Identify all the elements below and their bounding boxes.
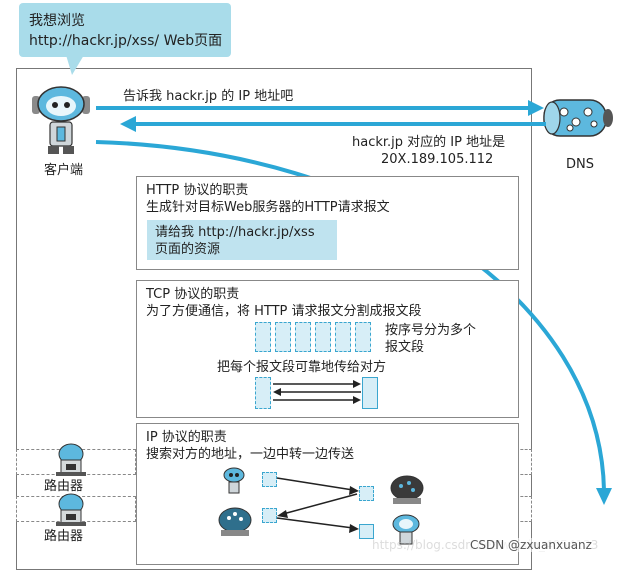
ip-title: IP 协议的职责 — [146, 430, 227, 445]
packet-block — [262, 472, 277, 487]
http-desc: 生成针对目标Web服务器的HTTP请求报文 — [146, 200, 390, 215]
router-dome-small-icon — [218, 507, 252, 536]
tcp-desc: 为了方便通信，将 HTTP 请求报文分割成报文段 — [146, 304, 422, 319]
packet-block — [262, 508, 277, 523]
dns-request-text: 告诉我 hackr.jp 的 IP 地址吧 — [123, 89, 294, 104]
router-label-1: 路由器 — [44, 479, 84, 494]
ip-desc: 搜索对方的地址，一边中转一边传送 — [146, 447, 355, 462]
seg-note-line1: 按序号分为多个 — [385, 323, 477, 338]
packet-block — [359, 524, 374, 539]
router-icon — [56, 443, 86, 476]
client-robot-small-icon — [223, 467, 245, 494]
client-label: 客户端 — [44, 163, 84, 178]
bubble-line1: 我想浏览 — [29, 13, 85, 29]
http-request-note: 请给我 http://hackr.jp/xss 页面的资源 — [147, 220, 337, 260]
tcp-title: TCP 协议的职责 — [146, 287, 240, 302]
data-path-arrowhead — [596, 488, 612, 505]
receiver-segment — [362, 377, 378, 409]
http-title: HTTP 协议的职责 — [146, 183, 249, 198]
http-box: HTTP 协议的职责 生成针对目标Web服务器的HTTP请求报文 请给我 htt… — [136, 176, 519, 270]
ip-box: IP 协议的职责 搜索对方的地址，一边中转一边传送 — [136, 423, 519, 565]
dns-reply-arrowhead — [120, 116, 136, 132]
seg-note-line2: 报文段 — [385, 340, 425, 355]
ip-routing-arrows — [276, 477, 359, 533]
server-dome-small-icon — [390, 475, 424, 504]
segment-block — [335, 322, 351, 352]
target-robot-small-icon — [392, 514, 420, 545]
router-label-2: 路由器 — [44, 529, 84, 544]
dns-server-icon — [543, 99, 613, 137]
dns-reply-line2: 20X.189.105.112 — [381, 152, 494, 167]
bubble-tail — [66, 55, 84, 75]
router-icon — [56, 493, 86, 526]
packet-block — [359, 486, 374, 501]
bubble-text: 我想浏览 http://hackr.jp/xss/ Web页面 — [29, 11, 222, 51]
segment-block — [355, 322, 371, 352]
segment-block — [255, 322, 271, 352]
tcp-reliable-text: 把每个报文段可靠地传给对方 — [217, 360, 387, 375]
dns-request-arrowhead — [528, 100, 544, 116]
segment-block — [275, 322, 291, 352]
http-note-line2: 页面的资源 — [155, 242, 221, 257]
segment-block — [295, 322, 311, 352]
sender-segment — [255, 377, 271, 409]
speech-bubble — [19, 3, 231, 57]
client-robot-icon — [32, 86, 90, 154]
tcp-handshake-arrows — [273, 380, 361, 404]
dns-label: DNS — [566, 157, 594, 172]
tcp-box: TCP 协议的职责 为了方便通信，将 HTTP 请求报文分割成报文段 按序号分为… — [136, 280, 519, 418]
watermark-main: CSDN @zxuanxuanz — [470, 538, 592, 552]
bubble-line2: http://hackr.jp/xss/ Web页面 — [29, 33, 223, 49]
http-note-line1: 请给我 http://hackr.jp/xss — [155, 225, 315, 240]
segment-block — [315, 322, 331, 352]
dns-reply-line1: hackr.jp 对应的 IP 地址是 — [352, 135, 506, 150]
